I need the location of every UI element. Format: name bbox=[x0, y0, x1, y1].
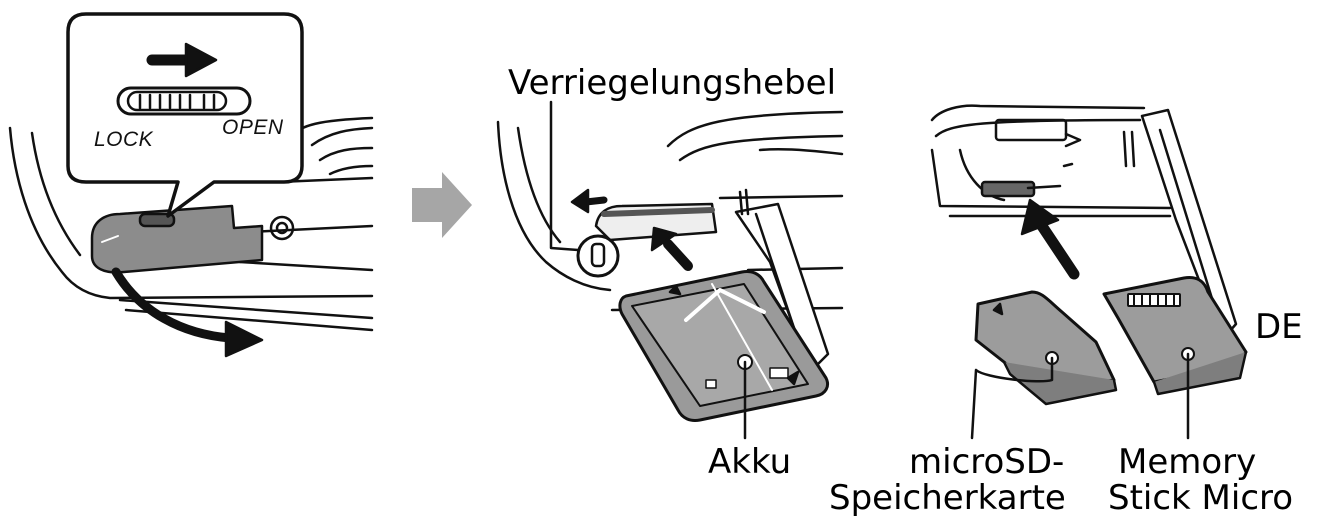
memory-stick-label-line1: Memory bbox=[1118, 442, 1257, 482]
battery-cover bbox=[90, 204, 264, 274]
camera-bottom-view-2 bbox=[496, 100, 844, 440]
lock-lever-label: Verriegelungshebel bbox=[508, 63, 837, 103]
microsd-card bbox=[974, 290, 1118, 406]
step-arrow-icon bbox=[412, 172, 472, 238]
battery-label: Akku bbox=[708, 442, 792, 482]
camera-bottom-view-1 bbox=[8, 116, 374, 358]
lock-callout-bubble bbox=[66, 12, 304, 218]
microsd-label-line2: Speicherkarte bbox=[829, 478, 1066, 518]
language-code: DE bbox=[1255, 307, 1303, 347]
memory-stick-micro-card bbox=[1102, 276, 1248, 396]
memory-stick-label-line2: Stick Micro bbox=[1108, 478, 1294, 518]
lock-position-label: LOCK bbox=[94, 128, 154, 151]
microsd-label-line1: microSD- bbox=[909, 442, 1065, 482]
open-position-label: OPEN bbox=[222, 116, 284, 139]
camera-bottom-view-3 bbox=[930, 104, 1248, 440]
battery-pack bbox=[618, 270, 830, 422]
lock-lever-highlight bbox=[576, 234, 620, 278]
open-direction-arrow bbox=[111, 267, 235, 343]
